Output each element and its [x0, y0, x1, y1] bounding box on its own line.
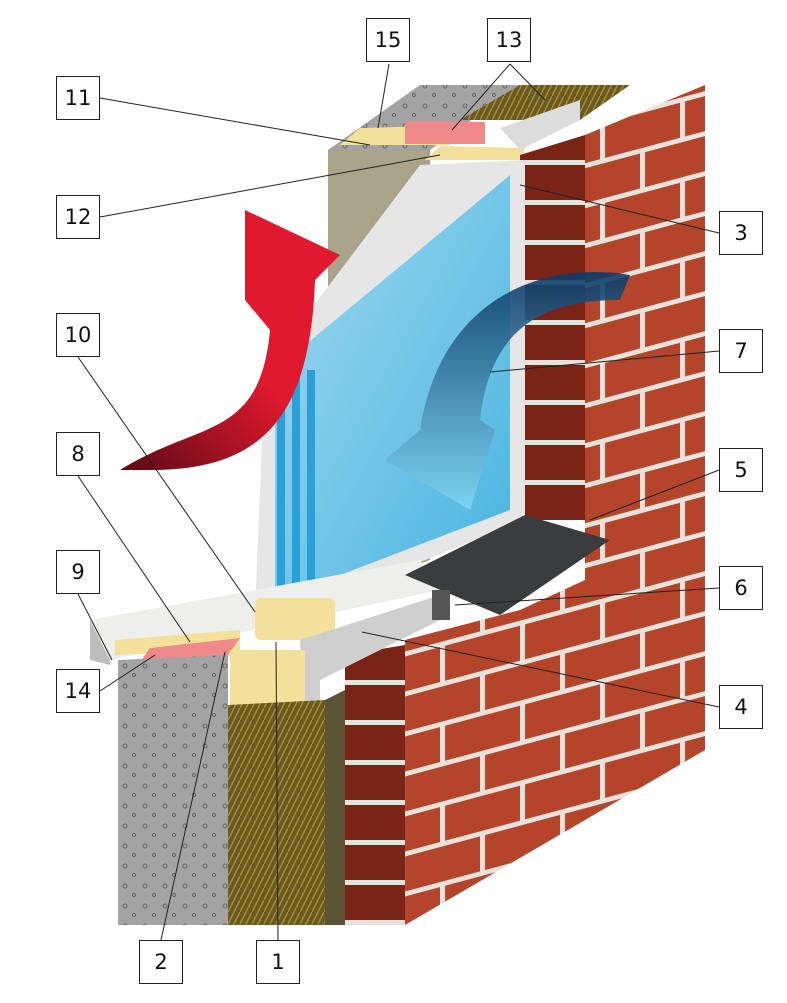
- top-flashing: [500, 100, 580, 150]
- outer-drip: [405, 515, 610, 615]
- label-6: 6: [719, 566, 763, 610]
- lower-insulation: [230, 650, 305, 705]
- label-12: 12: [56, 195, 100, 239]
- top-tape: [405, 122, 485, 144]
- label-15: 15: [366, 18, 410, 62]
- warm-air-arrow: [120, 210, 340, 470]
- label-9: 9: [56, 550, 100, 594]
- label-2: 2: [139, 940, 183, 984]
- sill-edge: [90, 620, 110, 665]
- drip-support: [300, 595, 440, 730]
- wall-top-wool: [460, 85, 630, 120]
- brick-wall-face: [405, 85, 705, 925]
- top-frame-foam: [425, 146, 525, 160]
- label-11: 11: [56, 76, 100, 120]
- concrete-block: [118, 655, 228, 925]
- leader-lines: [77, 63, 720, 941]
- label-3: 3: [719, 211, 763, 255]
- label-13: 13: [487, 18, 531, 62]
- label-4: 4: [719, 685, 763, 729]
- label-10: 10: [56, 313, 100, 357]
- label-7: 7: [719, 329, 763, 373]
- brick-front: [345, 645, 405, 925]
- label-8: 8: [56, 432, 100, 476]
- drip-bracket: [432, 590, 450, 620]
- label-5: 5: [719, 448, 763, 492]
- brick-reveal: [520, 135, 585, 520]
- label-14: 14: [56, 669, 100, 713]
- cold-air-arrow: [385, 272, 630, 510]
- label-1: 1: [256, 940, 300, 984]
- mineral-wool: [228, 700, 325, 925]
- bottom-frame-foam: [255, 598, 335, 640]
